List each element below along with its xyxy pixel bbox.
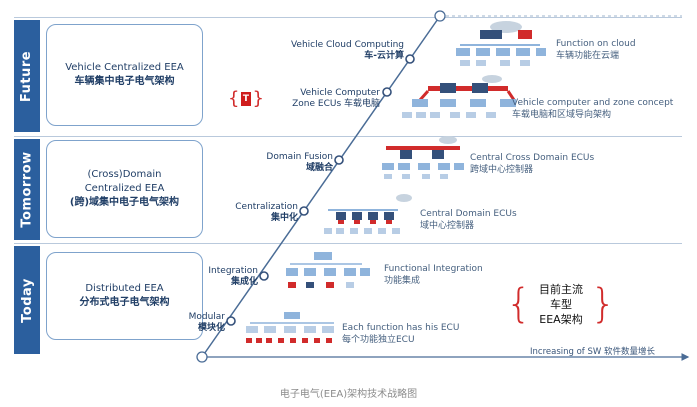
caption-modular-zh: 每个功能独立ECU — [342, 335, 415, 345]
stage-domain-fusion-en: Domain Fusion — [266, 152, 333, 162]
caption-domain: Central Domain ECUs 域中心控制器 — [420, 208, 517, 232]
box-domain-centralized-en1: (Cross)Domain — [87, 169, 162, 180]
tesla-logo: { T } — [228, 88, 264, 110]
stage-node-computer — [382, 87, 392, 97]
stage-label-cloud: Vehicle Cloud Computing 车-云计算 — [262, 40, 404, 62]
mainstream-line1: 目前主流车型 — [539, 282, 583, 311]
caption-cloud-en: Function on cloud — [556, 39, 636, 49]
tesla-bracket-right-icon: } — [252, 88, 264, 109]
sw-growth-label: Increasing of SW 软件数量增长 — [530, 347, 655, 357]
caption-zones-en: Vehicle computer and zone concept — [512, 98, 674, 108]
stage-label-modular: Modular 模块化 — [160, 312, 225, 334]
box-domain-centralized: (Cross)Domain Centralized EEA (跨)域集中电子电气… — [46, 140, 203, 238]
stage-domain-fusion-zh: 域融合 — [305, 163, 333, 173]
stage-label-integration: Integration 集成化 — [182, 266, 258, 288]
box-vehicle-centralized: Vehicle Centralized EEA 车辆集中电子电气架构 — [46, 24, 203, 126]
timeline-end-top — [434, 10, 446, 22]
timeline-diagonal — [201, 15, 441, 358]
caption-cross-domain-en: Central Cross Domain ECUs — [470, 153, 595, 163]
diagram-cloud — [456, 21, 546, 66]
stage-node-domain-fusion — [334, 155, 344, 165]
stage-node-modular — [226, 316, 236, 326]
mainstream-callout: { 目前主流车型 EEA架构 } — [506, 278, 616, 330]
caption-cloud-zh: 车辆功能在云端 — [556, 51, 620, 61]
stage-label-computer: Vehicle Computer Zone ECUs 车载电脑 — [266, 88, 380, 110]
era-band-today: Today — [14, 246, 40, 354]
stage-label-domain-fusion: Domain Fusion 域融合 — [230, 152, 333, 174]
stage-computer-en1: Vehicle Computer — [300, 88, 380, 98]
tesla-bracket-left-icon: { — [228, 88, 240, 109]
stage-modular-zh: 模块化 — [197, 323, 225, 333]
stage-cloud-zh: 车-云计算 — [364, 51, 404, 61]
caption-modular-en: Each function has his ECU — [342, 323, 460, 333]
caption-integration-zh: 功能集成 — [384, 276, 421, 286]
stage-label-centralization: Centralization 集中化 — [210, 202, 298, 224]
era-divider-2 — [14, 243, 682, 244]
stage-centralization-en: Centralization — [235, 202, 298, 212]
caption-cross-domain-zh: 跨域中心控制器 — [470, 165, 534, 175]
diagram-centralization — [324, 194, 412, 234]
stage-modular-en: Modular — [188, 312, 225, 322]
stage-integration-en: Integration — [208, 266, 258, 276]
box-vehicle-centralized-zh: 车辆集中电子电气架构 — [74, 76, 175, 87]
era-band-tomorrow: Tomorrow — [14, 139, 40, 240]
diagram-domain-fusion — [382, 136, 464, 179]
caption-domain-en: Central Domain ECUs — [420, 209, 517, 219]
diagram-zones — [402, 75, 516, 118]
stage-integration-zh: 集成化 — [230, 277, 258, 287]
caption-zones-zh: 车载电脑和区域导向架构 — [512, 110, 612, 120]
stage-cloud-en: Vehicle Cloud Computing — [290, 40, 404, 50]
box-distributed: Distributed EEA 分布式电子电气架构 — [46, 252, 203, 340]
box-vehicle-centralized-en: Vehicle Centralized EEA — [65, 62, 184, 73]
diagram-modular — [246, 312, 334, 343]
mainstream-bracket-left-icon: { — [506, 281, 532, 327]
tesla-logo-icon: T — [241, 92, 251, 106]
mainstream-bracket-right-icon: } — [590, 281, 616, 327]
caption-zones: Vehicle computer and zone concept 车载电脑和区… — [512, 97, 673, 121]
stage-computer-en2: Zone ECUs 车载电脑 — [292, 99, 380, 109]
caption-cross-domain: Central Cross Domain ECUs 跨域中心控制器 — [470, 152, 594, 176]
mainstream-line2: EEA架构 — [539, 312, 583, 326]
stage-node-cloud — [405, 54, 415, 64]
era-divider-1 — [14, 136, 682, 137]
caption-domain-zh: 域中心控制器 — [420, 221, 475, 231]
box-domain-centralized-en2: Centralized EEA — [84, 183, 165, 194]
caption-integration: Functional Integration 功能集成 — [384, 263, 483, 287]
stage-centralization-zh: 集中化 — [270, 213, 298, 223]
box-domain-centralized-zh: (跨)域集中电子电气架构 — [69, 197, 180, 208]
stage-node-integration — [259, 271, 269, 281]
era-divider-top — [14, 17, 682, 18]
box-distributed-zh: 分布式电子电气架构 — [79, 297, 170, 308]
diagram-integration — [286, 252, 370, 288]
stage-node-centralization — [299, 206, 309, 216]
era-band-future: Future — [14, 20, 40, 132]
timeline-end-bottom — [196, 351, 208, 363]
caption-modular: Each function has his ECU 每个功能独立ECU — [342, 322, 459, 346]
caption-integration-en: Functional Integration — [384, 264, 483, 274]
figure-caption: 电子电气(EEA)架构技术战略图 — [279, 389, 418, 400]
caption-cloud: Function on cloud 车辆功能在云端 — [556, 38, 636, 62]
box-distributed-en: Distributed EEA — [85, 283, 164, 294]
mainstream-text: 目前主流车型 EEA架构 — [531, 282, 590, 327]
